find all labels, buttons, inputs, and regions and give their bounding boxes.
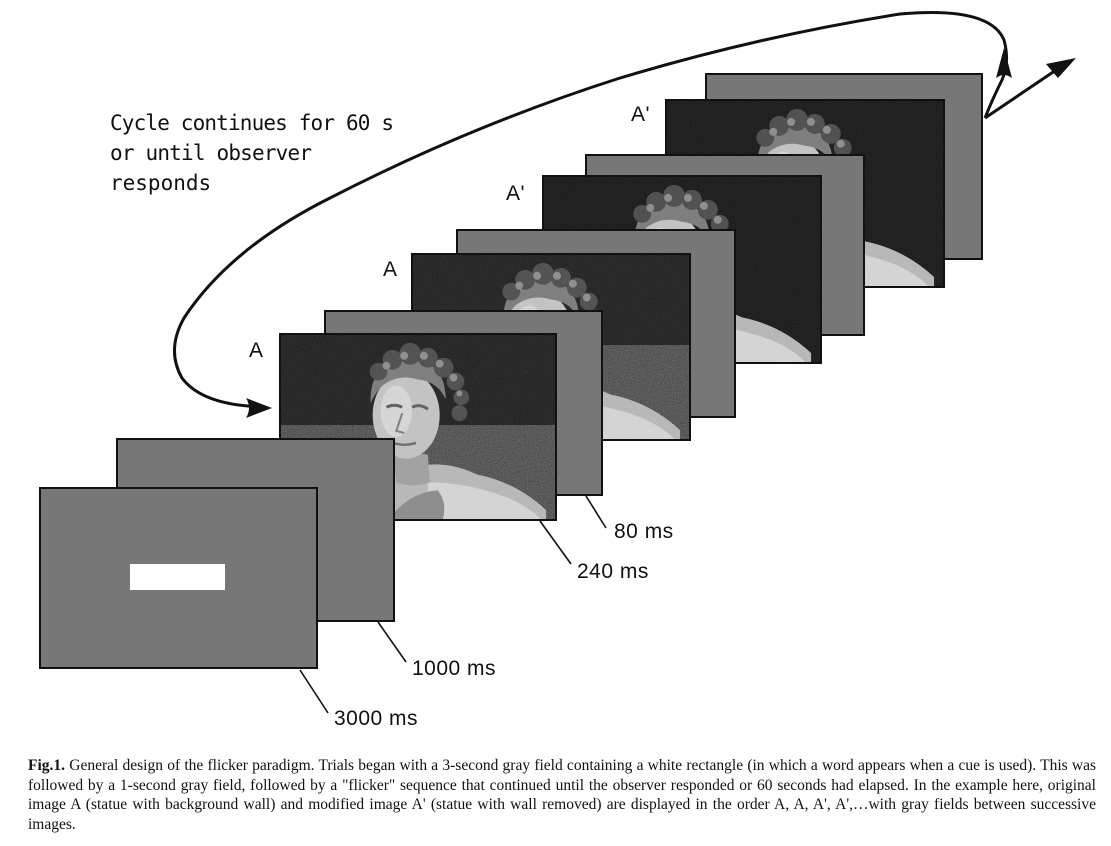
image-label-a-prime-2: A' bbox=[631, 103, 650, 126]
cycle-arrowhead-top bbox=[996, 48, 1012, 78]
duration-label-1000ms: 1000 ms bbox=[412, 657, 496, 680]
caption-label: Fig.1. bbox=[28, 757, 66, 774]
cycle-note-line-2: or until observer bbox=[110, 141, 312, 165]
duration-label-80ms: 80 ms bbox=[614, 520, 674, 543]
cycle-note-line-3: responds bbox=[110, 171, 211, 195]
exit-arrowhead bbox=[1046, 58, 1076, 78]
cycle-arrow bbox=[172, 10, 1009, 410]
duration-label-240ms: 240 ms bbox=[577, 560, 649, 583]
cycle-note-line-1: Cycle continues for 60 s bbox=[110, 111, 394, 135]
white-cue-rectangle bbox=[130, 564, 225, 590]
cycle-arrowhead-left bbox=[246, 398, 272, 418]
figure-caption: Fig.1. General design of the flicker par… bbox=[28, 756, 1096, 834]
leader-1000ms bbox=[377, 621, 407, 663]
image-label-a-2: A bbox=[383, 258, 398, 281]
flicker-paradigm-diagram: Cycle continues for 60 s or until observ… bbox=[39, 10, 1076, 730]
caption-text: General design of the flicker paradigm. … bbox=[28, 757, 1096, 833]
duration-label-3000ms: 3000 ms bbox=[334, 707, 418, 730]
image-label-a-prime-1: A' bbox=[506, 182, 525, 205]
exit-arrow bbox=[984, 64, 1063, 120]
leader-80ms bbox=[585, 495, 607, 529]
image-label-a-1: A bbox=[249, 339, 264, 362]
gray-field-frame-3000ms bbox=[39, 487, 318, 669]
leader-3000ms bbox=[299, 669, 329, 714]
leader-240ms bbox=[539, 520, 572, 565]
